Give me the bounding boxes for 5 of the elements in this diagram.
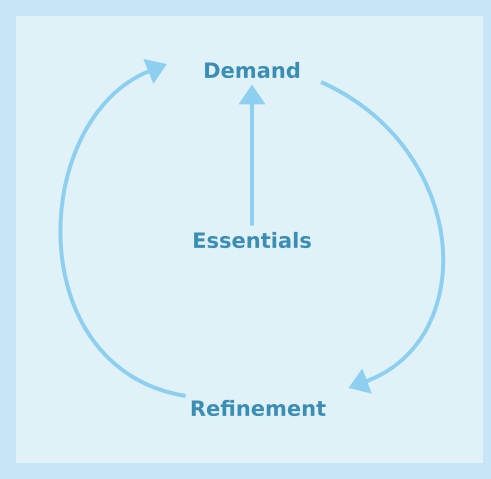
node-label: Demand — [205, 62, 300, 78]
arrow — [320, 80, 445, 394]
node-label: Essentials — [194, 232, 311, 248]
arrow — [58, 58, 186, 398]
node-label: Refinement — [192, 400, 326, 416]
